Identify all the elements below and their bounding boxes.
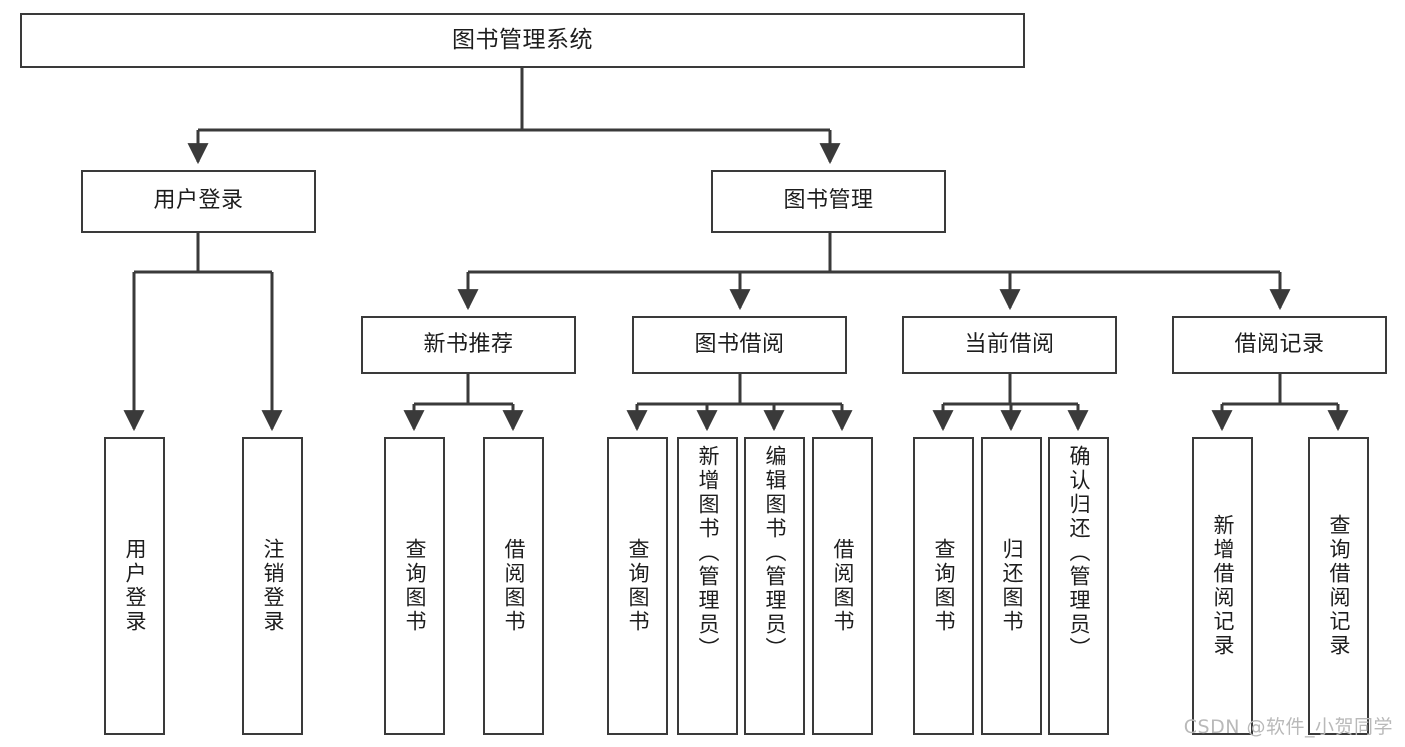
node-leaf-borrow-book-1[interactable]: 借阅图书 — [483, 437, 544, 735]
node-leaf-return-book[interactable]: 归还图书 — [981, 437, 1042, 735]
node-new-book-rec-label: 新书推荐 — [423, 331, 514, 357]
node-leaf-query-book-1[interactable]: 查询图书 — [384, 437, 445, 735]
node-leaf-add-book-label: 新增图书（管理员） — [696, 445, 720, 661]
node-root-label: 图书管理系统 — [452, 26, 593, 53]
node-leaf-add-book[interactable]: 新增图书（管理员） — [677, 437, 738, 735]
node-book-manage-label: 图书管理 — [783, 188, 874, 214]
node-leaf-query-record-label: 查询借阅记录 — [1327, 514, 1351, 658]
node-book-manage[interactable]: 图书管理 — [711, 170, 946, 233]
node-leaf-borrow-book-1-label: 借阅图书 — [502, 538, 526, 634]
node-leaf-query-record[interactable]: 查询借阅记录 — [1308, 437, 1369, 735]
node-new-book-rec[interactable]: 新书推荐 — [361, 316, 576, 374]
node-user-login-label: 用户登录 — [153, 188, 244, 214]
node-leaf-return-book-label: 归还图书 — [1000, 538, 1024, 634]
node-borrow-record-label: 借阅记录 — [1234, 331, 1325, 357]
node-leaf-confirm-return[interactable]: 确认归还（管理员） — [1048, 437, 1109, 735]
node-current-borrow[interactable]: 当前借阅 — [902, 316, 1117, 374]
node-leaf-user-logout-label: 注销登录 — [261, 538, 285, 634]
node-leaf-query-book-2[interactable]: 查询图书 — [607, 437, 668, 735]
node-leaf-add-record-label: 新增借阅记录 — [1211, 514, 1235, 658]
node-leaf-add-record[interactable]: 新增借阅记录 — [1192, 437, 1253, 735]
node-borrow-record[interactable]: 借阅记录 — [1172, 316, 1387, 374]
watermark: CSDN @软件_小贺同学 — [1183, 716, 1393, 738]
node-leaf-query-book-2-label: 查询图书 — [626, 538, 650, 634]
node-leaf-query-book-3-label: 查询图书 — [932, 538, 956, 634]
node-root[interactable]: 图书管理系统 — [20, 13, 1025, 68]
node-leaf-user-login[interactable]: 用户登录 — [104, 437, 165, 735]
node-leaf-query-book-3[interactable]: 查询图书 — [913, 437, 974, 735]
node-current-borrow-label: 当前借阅 — [964, 331, 1055, 357]
node-leaf-borrow-book-2-label: 借阅图书 — [831, 538, 855, 634]
node-leaf-query-book-1-label: 查询图书 — [403, 538, 427, 634]
node-leaf-confirm-return-label: 确认归还（管理员） — [1067, 445, 1091, 661]
node-book-borrow[interactable]: 图书借阅 — [632, 316, 847, 374]
node-leaf-user-login-label: 用户登录 — [123, 538, 147, 634]
node-leaf-user-logout[interactable]: 注销登录 — [242, 437, 303, 735]
node-book-borrow-label: 图书借阅 — [694, 331, 785, 357]
node-leaf-borrow-book-2[interactable]: 借阅图书 — [812, 437, 873, 735]
node-leaf-edit-book[interactable]: 编辑图书（管理员） — [744, 437, 805, 735]
node-user-login[interactable]: 用户登录 — [81, 170, 316, 233]
node-leaf-edit-book-label: 编辑图书（管理员） — [763, 445, 787, 661]
